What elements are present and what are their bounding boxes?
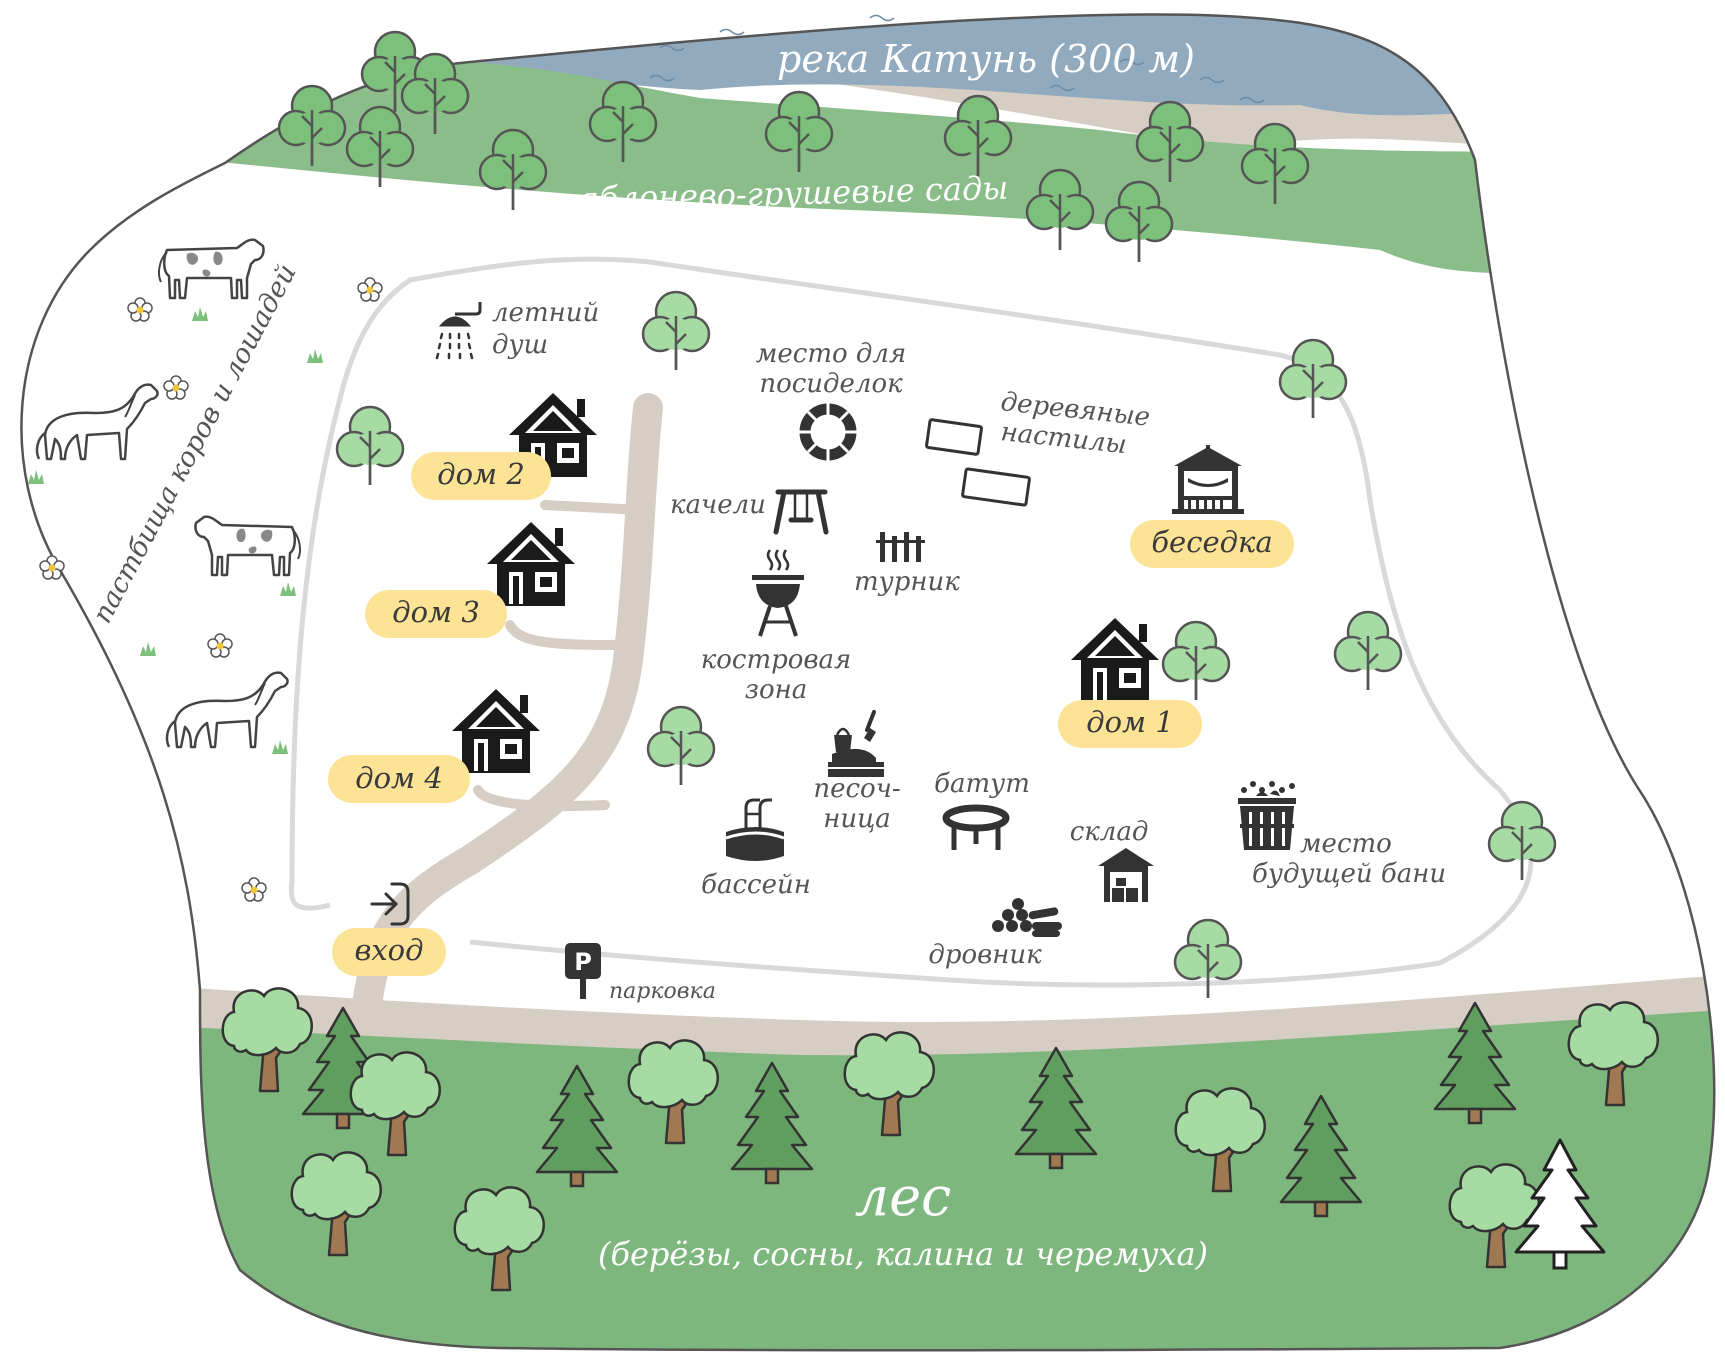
bathhouse-icon — [1238, 781, 1296, 850]
entrance-icon — [370, 882, 410, 926]
footpaths — [350, 393, 663, 1035]
sandbox[interactable]: песоч- ница — [813, 710, 901, 834]
gazebo-label: беседка — [1151, 525, 1272, 559]
trampoline[interactable]: батут — [934, 769, 1030, 850]
house-label: дом 1 — [1086, 705, 1174, 739]
grill-icon — [752, 549, 804, 637]
gazebo-icon — [1172, 445, 1244, 514]
bonfire-zone[interactable]: костровая зона — [701, 549, 852, 705]
shower-label-line1: летний — [492, 298, 599, 328]
river-label: река Катунь (300 м) — [777, 37, 1195, 81]
forest-sublabel: (берёзы, сосны, калина и черемуха) — [598, 1235, 1208, 1273]
river-waves — [649, 14, 1265, 104]
wooden-decks[interactable]: деревяные настилы — [925, 387, 1152, 507]
parking[interactable]: P парковка — [565, 943, 716, 1004]
house-label-bg — [365, 590, 507, 638]
pine-tree-icon — [1514, 1138, 1606, 1270]
deck-icon — [925, 418, 1031, 507]
forest-trees — [221, 987, 1660, 1292]
woodpile[interactable]: дровник — [928, 898, 1062, 970]
house-label-bg — [328, 755, 470, 803]
gazebo[interactable]: беседка — [1130, 445, 1294, 568]
parking-sign-post — [580, 979, 586, 999]
forest-label: лес — [855, 1165, 952, 1228]
house-2[interactable]: дом 2 — [411, 393, 597, 500]
entrance-label-bg — [332, 928, 446, 976]
swing-icon — [773, 489, 829, 535]
gathering-label-line2: посиделок — [759, 369, 903, 399]
pool[interactable]: бассейн — [701, 798, 811, 900]
trampoline-label: батут — [934, 769, 1030, 799]
storage-icon — [1098, 848, 1154, 902]
woodpile-icon — [992, 898, 1062, 937]
parking-sign-letter: P — [574, 948, 592, 976]
bonfire-label-line2: зона — [745, 675, 807, 705]
gathering-place[interactable]: место для посиделок — [756, 339, 906, 461]
house-label: дом 4 — [355, 761, 443, 795]
swings-label: качели — [670, 490, 766, 520]
parking-sign-icon — [565, 943, 601, 979]
pull-up-bar-icon — [876, 532, 925, 562]
storage[interactable]: склад — [1070, 817, 1154, 902]
house-label-bg — [1058, 700, 1202, 748]
woodpile-label: дровник — [928, 940, 1042, 970]
bar-label: турник — [854, 567, 960, 597]
future-bathhouse[interactable]: место будущей бани — [1238, 781, 1446, 889]
house-label: дом 3 — [392, 595, 480, 629]
parking-label: парковка — [609, 979, 716, 1004]
house-3[interactable]: дом 3 — [365, 522, 575, 638]
sandbox-icon — [828, 710, 884, 777]
bathhouse-label-line2: будущей бани — [1252, 859, 1446, 889]
shower-label-line2: душ — [492, 330, 548, 360]
trampoline-icon — [942, 804, 1010, 850]
storage-label: склад — [1070, 817, 1149, 847]
sandbox-label-line1: песоч- — [813, 774, 900, 804]
gazebo-label-bg — [1130, 520, 1294, 568]
gardens-area — [21, 62, 1715, 274]
house-4[interactable]: дом 4 — [328, 689, 540, 803]
pool-label: бассейн — [701, 870, 811, 900]
gathering-label-line1: место для — [756, 339, 906, 369]
pull-up-bar[interactable]: турник — [854, 532, 960, 597]
house-1[interactable]: дом 1 — [1058, 618, 1202, 748]
house-label: дом 2 — [437, 457, 525, 491]
pool-icon — [725, 798, 785, 861]
summer-shower[interactable]: летний душ — [435, 298, 599, 360]
bathhouse-label-line1: место — [1300, 829, 1392, 859]
bonfire-label-line1: костровая — [701, 645, 852, 675]
entrance[interactable]: вход — [332, 882, 446, 976]
shower-icon — [435, 302, 482, 360]
fire-ring-icon — [799, 403, 857, 461]
sandbox-label-line2: ница — [823, 804, 891, 834]
entrance-label: вход — [354, 933, 423, 967]
house-label-bg — [411, 452, 551, 500]
swings[interactable]: качели — [670, 489, 829, 535]
